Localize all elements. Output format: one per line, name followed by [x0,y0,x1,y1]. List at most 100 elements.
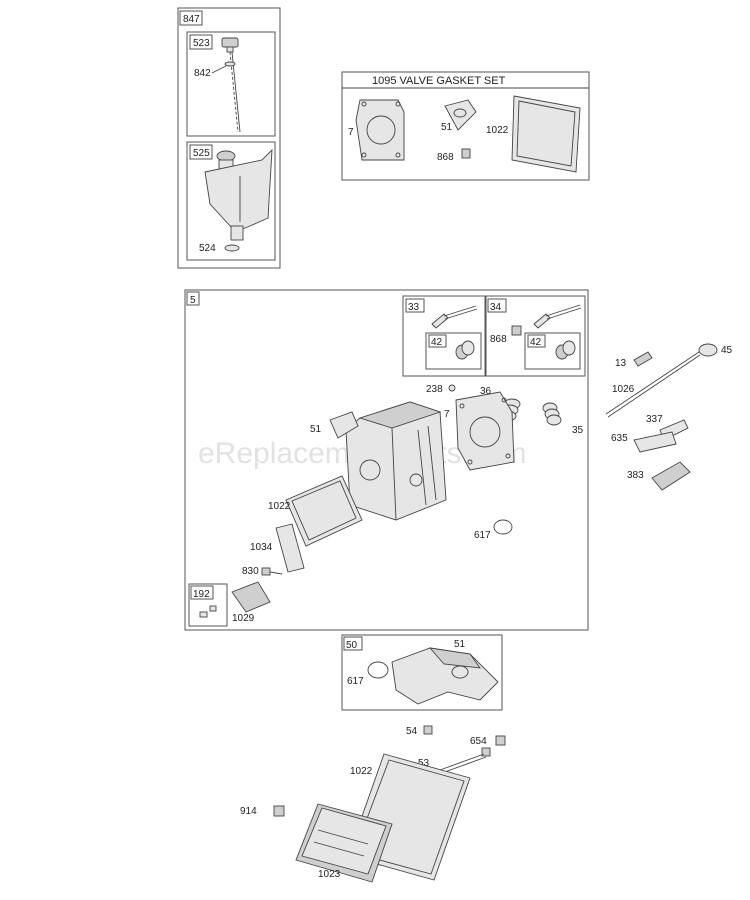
label-v-868: 868 [490,334,507,345]
kit-50-intake-manifold: 50 51 617 [341,634,503,711]
screw-830-part [261,567,283,576]
label-35: 35 [572,425,584,436]
spring-35-part [542,402,562,426]
kit-847-frame [177,7,281,269]
o-ring-617-part [493,519,513,535]
kit-5-frame [184,289,589,631]
label-337: 337 [646,414,663,425]
cylinder-head-part [345,401,447,521]
oil-fill-tube-part [204,148,273,241]
kit-34-label: 34 [490,302,502,313]
intake-gasket-51-part [329,411,359,439]
kit-33-label: 33 [408,302,420,313]
cover-gasket-1022-part [285,475,363,547]
kit-525-label: 525 [193,148,210,159]
label-gs-51: 51 [441,122,453,133]
label-45: 45 [721,345,733,356]
rocker-cover-1023-part [295,803,393,883]
gasket-set-title: 1095 VALVE GASKET SET [372,75,506,87]
kit-34-frame [485,295,586,377]
label-842: 842 [194,68,211,79]
kit-525-frame [186,141,276,261]
label-gs-1022: 1022 [486,125,509,136]
head-gasket-7-part [455,391,515,471]
label-36: 36 [480,386,492,397]
kit-5-cylinder-head: 5 33 42 34 868 42 238 36 [184,289,589,631]
cover-gasket-part [511,95,581,173]
dipstick-part [221,37,241,133]
kit-5-label: 5 [190,295,196,306]
stud-53-part [439,747,491,774]
label-h-1022: 1022 [268,501,291,512]
label-54: 54 [406,726,418,737]
label-654: 654 [470,736,487,747]
label-h-7: 7 [444,409,450,420]
kit-523-tag [189,34,213,50]
label-1023: 1023 [318,869,341,880]
rocker-shaft-383-part [651,461,691,491]
label-1029: 1029 [232,613,255,624]
label-gs-7: 7 [348,127,354,138]
loose-parts-right: 13 45 1026 337 635 383 [605,343,733,491]
label-c-1022: 1022 [350,766,373,777]
kit-50-label: 50 [346,640,358,651]
kit-847-oil-fill: 847 523 842 525 524 [177,7,281,269]
valve-gasket-set: 1095 VALVE GASKET SET 7 51 868 1022 [341,71,590,181]
label-1026: 1026 [612,384,635,395]
seal-868-part [461,148,471,159]
label-gs-868: 868 [437,152,454,163]
push-rod-45-part [605,343,718,418]
label-h-617: 617 [474,530,491,541]
kit-42b-tag [527,334,546,348]
kit-523-label: 523 [193,38,210,49]
label-238: 238 [426,384,443,395]
kit-525-tag [189,144,213,160]
kit-523-frame [186,31,276,137]
rocker-arm-635-part [633,431,677,453]
gasket-set-frame [341,71,590,181]
valve-33-part [431,305,478,329]
head-gasket-part [355,99,405,161]
o-ring-524 [224,244,240,252]
nut-654-part [495,735,506,746]
breather-cover-1029-part [231,581,271,613]
label-53: 53 [418,758,430,769]
intake-gasket-part [444,99,477,131]
label-635: 635 [611,433,628,444]
intake-manifold-part [391,647,499,705]
breather-plate-1034-part [275,523,305,573]
kit-42b-label: 42 [530,337,542,348]
kit-42a-tag [428,334,447,348]
screw-914-part [273,805,285,817]
label-m-51: 51 [454,639,466,650]
label-914: 914 [240,806,257,817]
kit-192-frame [188,583,228,627]
label-h-51: 51 [310,424,322,435]
kit-192-tag [190,585,214,600]
label-383: 383 [627,470,644,481]
kit-192-label: 192 [193,589,210,600]
label-m-617: 617 [347,676,364,687]
kit-847-label: 847 [183,14,200,25]
kit-33-frame [402,295,486,377]
kit-847-tag [179,10,203,26]
rocker-cover-section: 54 654 53 1022 914 1023 [240,725,506,883]
label-524: 524 [199,243,216,254]
stud-13-part [633,351,653,367]
kit-34-tag [487,298,507,313]
kit-42b-frame [524,332,581,370]
screw-54-part [423,725,433,735]
kit-5-tag [186,291,200,306]
kit-50-frame [341,634,503,711]
pin-238-part [448,384,456,392]
kit-50-tag [343,636,363,651]
label-13: 13 [615,358,627,369]
valve-34-part [511,304,582,336]
o-ring-m617-part [367,661,389,679]
kit-42a-frame [425,332,482,370]
label-1034: 1034 [250,542,273,553]
label-830: 830 [242,566,259,577]
kit-33-tag [405,298,425,313]
kit-42a-label: 42 [431,337,443,348]
